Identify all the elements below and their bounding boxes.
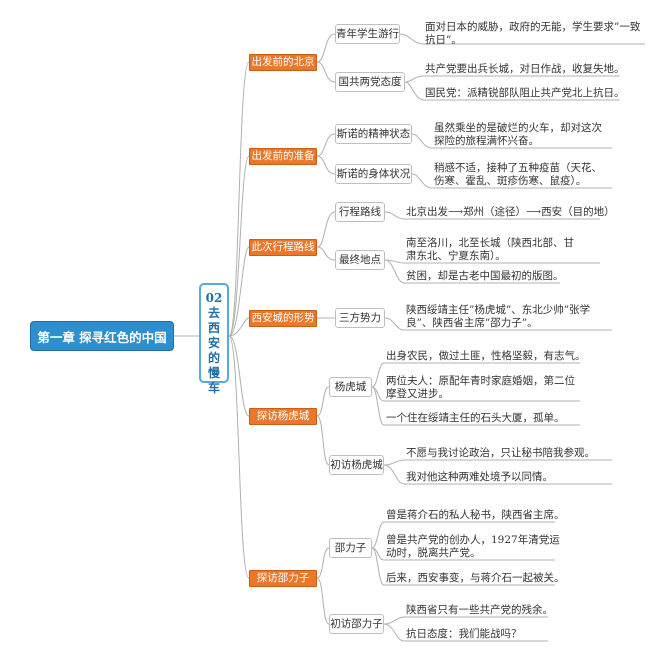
subtopic-node[interactable]: 邵力子	[329, 538, 372, 558]
branch-node[interactable]: 此次行程路线	[249, 239, 317, 256]
subtopic-node[interactable]: 国共两党态度	[335, 72, 405, 92]
subtopic-node[interactable]: 杨虎城	[329, 377, 372, 397]
leaf-text: 一个住在绥靖主任的石头大厦，孤单。	[386, 412, 565, 424]
leaf-text: 后来，西安事变，与蒋介石一起被关。	[386, 572, 565, 584]
subtopic-node[interactable]: 斯诺的身体状况	[335, 164, 412, 184]
leaf-text: 面对日本的威胁，政府的无能，学生要求”一致抗日”。	[425, 21, 641, 46]
leaf-text: 稍感不适，接种了五种疫苗（天花、伤寒、霍乱、斑疹伤寒、鼠疫）。	[434, 162, 602, 187]
leaf-text: 不愿与我讨论政治，只让秘书陪我参观。	[406, 447, 595, 459]
branch-node[interactable]: 探访邵力子	[249, 570, 317, 587]
chapter-title: 去西安的慢车	[207, 306, 220, 395]
subtopic-node[interactable]: 初访杨虎城	[329, 455, 384, 475]
leaf-text: 陕西绥靖主任”杨虎城”、东北少帅”张学良”、陕西省主席”邵力子”。	[406, 304, 591, 329]
root-label: 第一章 探寻红色的中国	[37, 329, 167, 345]
leaf-text: 南至洛川，北至长城（陕西北部、甘肃东北、宁夏东南）。	[406, 237, 574, 262]
branch-node[interactable]: 西安城的形势	[249, 310, 317, 327]
chapter-node[interactable]: 02 去西安的慢车	[199, 283, 229, 395]
subtopic-node[interactable]: 斯诺的精神状态	[335, 124, 412, 144]
subtopic-node[interactable]: 行程路线	[335, 202, 385, 222]
subtopic-node[interactable]: 青年学生游行	[335, 24, 400, 44]
leaf-text: 出身农民，做过土匪，性格坚毅，有志气。	[386, 350, 586, 362]
leaf-text: 共产党要出兵长城，对日作战，收复失地。	[425, 63, 625, 75]
leaf-text: 北京出发⟶郑州（途径）⟶西安（目的地）	[406, 206, 615, 218]
root-node[interactable]: 第一章 探寻红色的中国	[30, 321, 174, 351]
chapter-number: 02	[205, 291, 223, 305]
leaf-text: 两位夫人：原配年青时家庭婚姻，第二位摩登又进步。	[386, 375, 575, 400]
subtopic-node[interactable]: 三方势力	[335, 308, 385, 328]
branch-node[interactable]: 探访杨虎城	[249, 408, 317, 425]
leaf-text: 陕西省只有一些共产党的残余。	[406, 604, 553, 616]
branch-node[interactable]: 出发前的准备	[249, 148, 317, 165]
subtopic-node[interactable]: 初访邵力子	[329, 614, 384, 634]
leaf-text: 国民党：派精锐部队阻止共产党北上抗日。	[425, 87, 625, 99]
leaf-text: 曾是共产党的创办人，1927年清党运动时，脱离共产党。	[386, 534, 560, 559]
leaf-text: 抗日态度：我们能战吗？	[406, 628, 522, 640]
leaf-text: 虽然乘坐的是破烂的火车，却对这次探险的旅程满怀兴奋。	[434, 122, 602, 147]
leaf-text: 贫困，却是古老中国最初的版图。	[406, 270, 564, 282]
subtopic-node[interactable]: 最终地点	[335, 250, 385, 270]
branch-node[interactable]: 出发前的北京	[249, 54, 317, 71]
leaf-text: 我对他这种两难处境予以同情。	[406, 471, 553, 483]
leaf-text: 曾是蒋介石的私人秘书，陕西省主席。	[386, 509, 565, 521]
